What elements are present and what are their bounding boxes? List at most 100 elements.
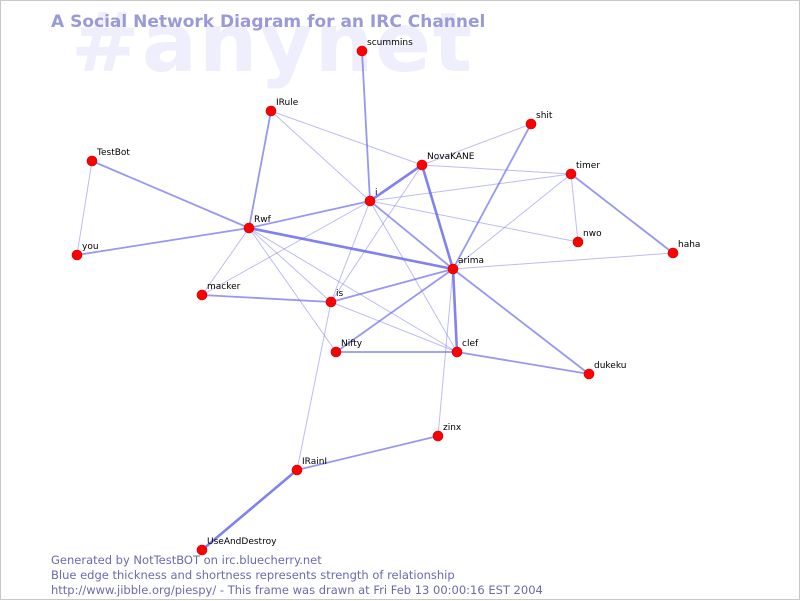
node-dot-Rwf [243, 222, 255, 234]
node-macker: macker [196, 282, 241, 301]
node-label-UseAndDestroy: UseAndDestroy [207, 537, 277, 547]
node-UseAndDestroy: UseAndDestroy [196, 537, 277, 556]
edge-arima-Nifty [335, 268, 454, 353]
node-dot-macker [196, 289, 208, 301]
node-label-scummins: scummins [367, 38, 413, 48]
edge-IRule-Rwf [248, 110, 272, 229]
node-label-IRule: IRule [276, 98, 299, 108]
node-you: you [71, 242, 99, 261]
footer: Generated by NotTestBOT on irc.bluecherr… [51, 553, 543, 598]
node-dot-dukeku [583, 368, 595, 380]
edge-is-IRainI [296, 301, 332, 471]
diagram-title: A Social Network Diagram for an IRC Chan… [51, 12, 486, 32]
edge-Rwf-arima [247, 226, 455, 271]
node-label-Rwf: Rwf [254, 215, 272, 225]
edge-IRule-i [270, 110, 371, 202]
node-dot-IRule [265, 105, 277, 117]
footer-url-timestamp: http://www.jibble.org/piespy/ - This fra… [51, 583, 543, 597]
edge-NovaKANE-shit [421, 123, 532, 166]
edges-layer [76, 50, 674, 552]
node-dot-UseAndDestroy [196, 544, 208, 556]
node-dot-TestBot [86, 155, 98, 167]
edge-i-clef [369, 200, 458, 353]
node-dot-IRainI [291, 464, 303, 476]
edge-Rwf-clef [248, 227, 458, 353]
edge-timer-nwo [570, 173, 579, 243]
node-label-timer: timer [576, 161, 600, 171]
node-label-haha: haha [678, 240, 700, 250]
node-Rwf: Rwf [243, 215, 272, 234]
node-dot-you [71, 249, 83, 261]
node-dot-shit [525, 118, 537, 130]
node-scummins: scummins [356, 38, 413, 57]
node-label-TestBot: TestBot [96, 148, 130, 158]
node-label-NovaKANE: NovaKANE [427, 152, 475, 162]
edge-timer-haha [570, 173, 674, 254]
footer-generated-by: Generated by NotTestBOT on irc.bluecherr… [51, 553, 322, 567]
node-label-shit: shit [536, 111, 553, 121]
edge-Rwf-i [248, 200, 371, 229]
edge-Rwf-is [248, 227, 332, 303]
node-dot-arima [447, 263, 459, 275]
edge-TestBot-Rwf [91, 160, 250, 229]
node-nwo: nwo [572, 229, 602, 248]
node-Nifty: Nifty [330, 339, 363, 358]
edge-you-Rwf [76, 227, 250, 256]
node-dot-i [364, 195, 376, 207]
edge-NovaKANE-timer [421, 164, 572, 175]
edge-arima-dukeku [452, 268, 590, 375]
node-shit: shit [525, 111, 553, 130]
node-label-macker: macker [207, 282, 241, 292]
edge-NovaKANE-is [330, 164, 423, 303]
edge-arima-is [330, 268, 454, 303]
edge-is-clef [330, 301, 458, 353]
node-clef: clef [451, 339, 479, 358]
node-haha: haha [667, 240, 700, 259]
edge-clef-dukeku [456, 351, 590, 375]
node-dot-nwo [572, 236, 584, 248]
node-label-IRainI: IRainI [302, 457, 327, 467]
edge-timer-arima [452, 173, 572, 270]
edge-shit-arima [452, 123, 532, 270]
node-arima: arima [447, 256, 484, 275]
node-zinx: zinx [432, 423, 462, 442]
node-dot-zinx [432, 430, 444, 442]
edge-NovaKANE-i [368, 163, 424, 203]
node-label-is: is [336, 289, 344, 299]
edge-timer-i [369, 173, 572, 202]
edge-TestBot-you [76, 160, 93, 256]
edge-NovaKANE-IRule [270, 110, 423, 166]
node-dukeku: dukeku [583, 361, 626, 380]
edge-arima-clef [451, 267, 459, 354]
node-dot-haha [667, 247, 679, 259]
edge-i-is [330, 200, 371, 303]
node-is: is [325, 289, 344, 308]
node-label-nwo: nwo [583, 229, 602, 239]
edge-i-arima [369, 200, 454, 270]
node-timer: timer [565, 161, 600, 180]
edge-macker-is [201, 294, 332, 303]
node-i: i [364, 188, 378, 207]
node-label-zinx: zinx [443, 423, 462, 433]
node-label-i: i [375, 188, 378, 198]
node-dot-Nifty [330, 346, 342, 358]
node-TestBot: TestBot [86, 148, 130, 167]
node-IRule: IRule [265, 98, 299, 117]
node-dot-clef [451, 346, 463, 358]
node-label-arima: arima [458, 256, 484, 266]
node-label-clef: clef [462, 339, 479, 349]
node-label-you: you [82, 242, 99, 252]
channel-watermark: #anynet [71, 0, 475, 91]
node-label-Nifty: Nifty [341, 339, 363, 349]
edge-Rwf-Nifty [248, 227, 337, 353]
edge-NovaKANE-arima [420, 163, 455, 271]
edge-i-macker [201, 200, 371, 296]
node-dot-timer [565, 168, 577, 180]
edge-zinx-IRainI [296, 435, 439, 471]
edge-IRainI-UseAndDestroy [200, 468, 299, 552]
edge-scummins-i [361, 50, 371, 202]
footer-legend-note: Blue edge thickness and shortness repres… [51, 568, 455, 582]
